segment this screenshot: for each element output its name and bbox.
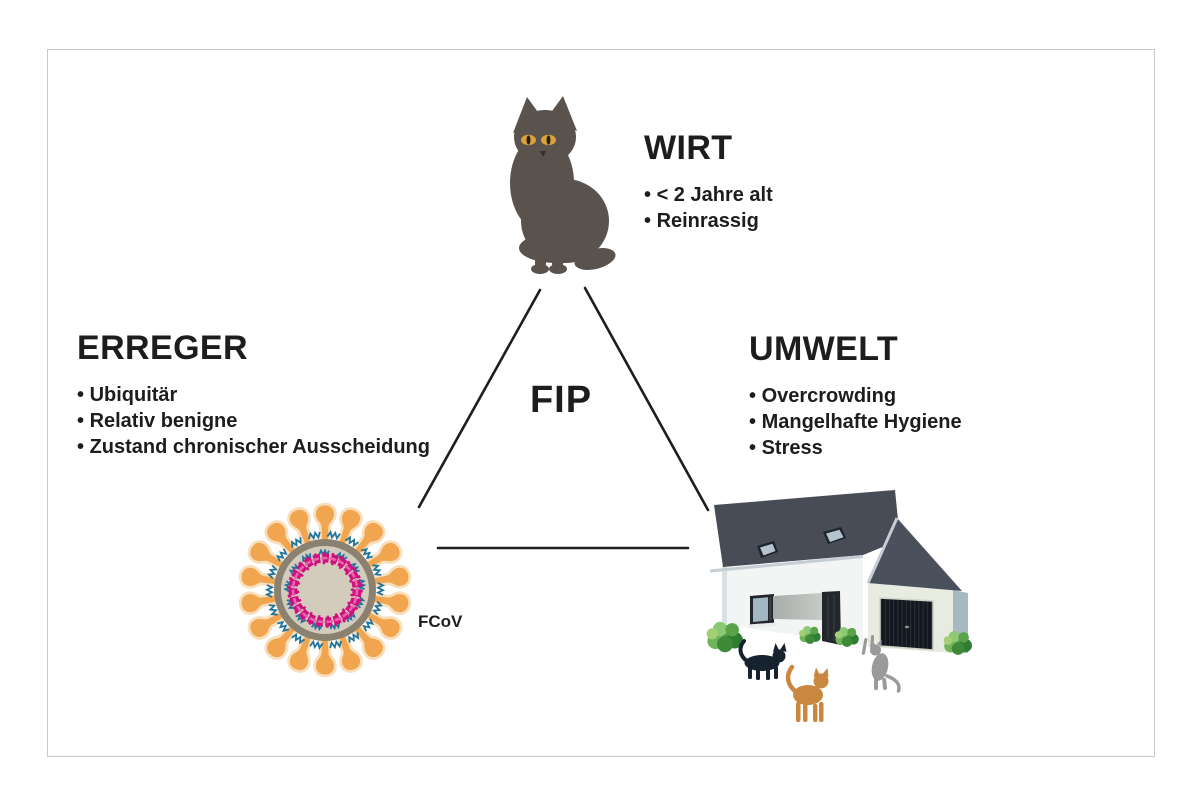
house-main — [709, 490, 900, 645]
coronavirus-icon — [230, 495, 420, 685]
node-umwelt-title: UMWELT — [749, 330, 899, 368]
virus-rna-coil — [287, 552, 363, 628]
house-window — [748, 594, 776, 628]
list-item: < 2 Jahre alt — [644, 182, 773, 208]
node-wirt-title: WIRT — [644, 129, 733, 167]
list-item: Mangelhafte Hygiene — [749, 409, 962, 435]
orange-cat-icon — [785, 664, 829, 722]
house-door — [822, 591, 841, 645]
terrace-band — [773, 593, 822, 620]
node-wirt: WIRT < 2 Jahre alt Reinrassig — [644, 129, 773, 234]
node-erreger: ERREGER Ubiquitär Relativ benigne Zustan… — [77, 329, 430, 460]
list-item: Zustand chronischer Ausscheidung — [77, 434, 430, 460]
node-erreger-title: ERREGER — [77, 329, 248, 367]
triangle-edge-right — [583, 286, 710, 512]
cat-nose — [540, 151, 546, 157]
list-item: Stress — [749, 435, 962, 461]
node-umwelt: UMWELT Overcrowding Mangelhafte Hygiene … — [749, 330, 962, 461]
virus-caption: FCoV — [418, 612, 463, 631]
cat-eyes — [521, 134, 556, 146]
list-item: Overcrowding — [749, 383, 962, 409]
cat-icon — [510, 96, 616, 274]
triangle-edge-left — [417, 288, 542, 509]
house-icon — [706, 490, 972, 722]
center-label-fip: FIP — [529, 379, 593, 421]
list-item: Relativ benigne — [77, 408, 430, 434]
black-cat-icon — [738, 639, 787, 680]
gray-cat-icon — [861, 635, 901, 693]
list-item: Ubiquitär — [77, 382, 430, 408]
list-item: Reinrassig — [644, 208, 773, 234]
skylight — [757, 527, 846, 558]
house-garage — [866, 517, 968, 653]
garage-door — [879, 597, 934, 651]
